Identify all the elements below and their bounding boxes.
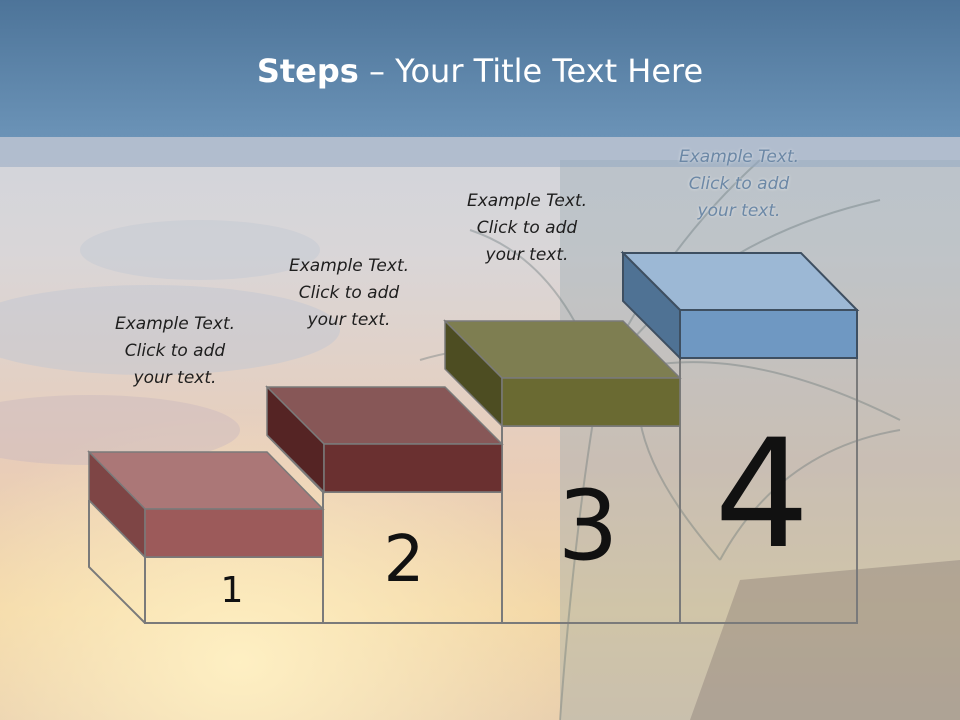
slide-title-rest: – Your Title Text Here xyxy=(358,52,704,90)
caption-line: your text. xyxy=(133,368,217,388)
slide-title[interactable]: Steps – Your Title Text Here xyxy=(0,52,960,90)
step-block-1[interactable] xyxy=(87,450,325,559)
step-number-1: 1 xyxy=(220,570,244,611)
step-block-2[interactable] xyxy=(265,385,504,494)
caption-line: your text. xyxy=(485,245,569,265)
caption-line: your text. xyxy=(307,310,391,330)
caption-line: Click to add xyxy=(298,283,400,303)
step-caption-2[interactable]: Example Text. Click to add your text. xyxy=(259,253,439,334)
step-number-3: 3 xyxy=(557,470,619,582)
slide-title-bold: Steps xyxy=(256,52,359,90)
step-caption-1[interactable]: Example Text. Click to add your text. xyxy=(85,311,265,392)
title-bar xyxy=(0,0,960,137)
step-number-2: 2 xyxy=(383,523,425,597)
step-block-3[interactable] xyxy=(443,319,682,428)
step-caption-3[interactable]: Example Text. Click to add your text. xyxy=(437,188,617,269)
step-block-4[interactable] xyxy=(620,250,860,361)
caption-line: Example Text. xyxy=(678,147,800,167)
caption-line: Click to add xyxy=(476,218,578,238)
step-caption-4[interactable]: Example Text. Click to add your text. xyxy=(649,144,829,225)
title-bar-strip xyxy=(0,137,960,167)
step-number-4: 4 xyxy=(714,408,810,582)
caption-line: Example Text. xyxy=(466,191,588,211)
caption-line: Click to add xyxy=(124,341,226,361)
caption-line: Click to add xyxy=(688,174,790,194)
caption-line: Example Text. xyxy=(114,314,236,334)
caption-line: Example Text. xyxy=(288,256,410,276)
caption-line: your text. xyxy=(697,201,781,221)
